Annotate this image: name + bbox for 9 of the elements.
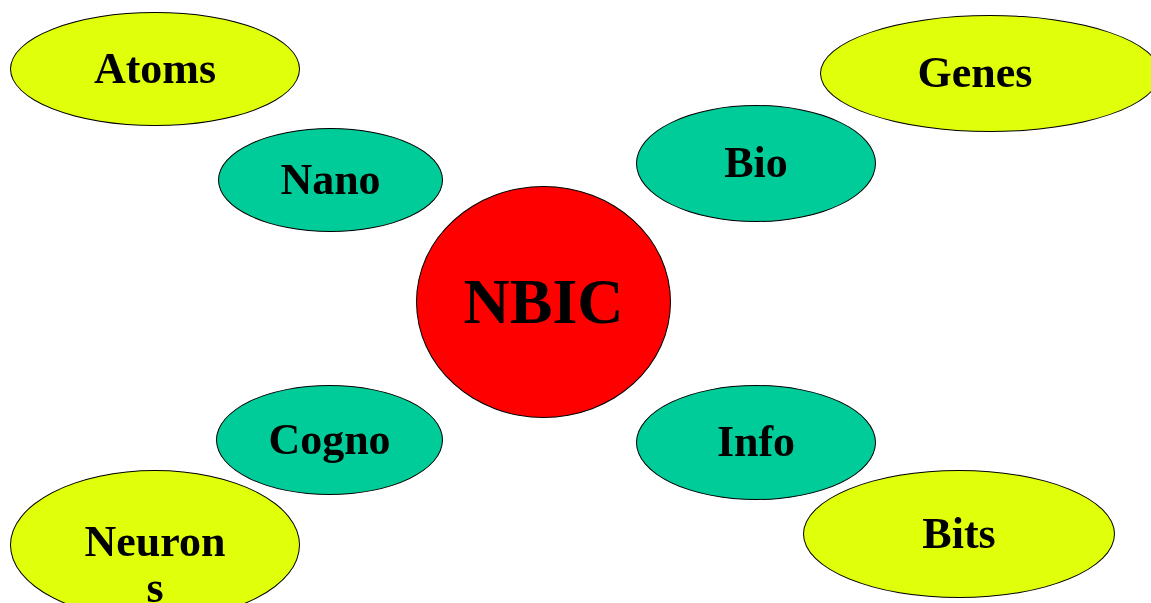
node-label: Atoms [93,45,217,93]
node-label: Bio [724,140,788,187]
node-label: Cogno [268,416,391,464]
node-label: Neurons [83,515,227,603]
node-label: Bits [922,510,996,558]
node-label: Info [716,419,796,466]
node-label: Genes [917,50,1033,97]
node-label: Nano [280,156,381,204]
node-label: NBIC [463,268,624,336]
